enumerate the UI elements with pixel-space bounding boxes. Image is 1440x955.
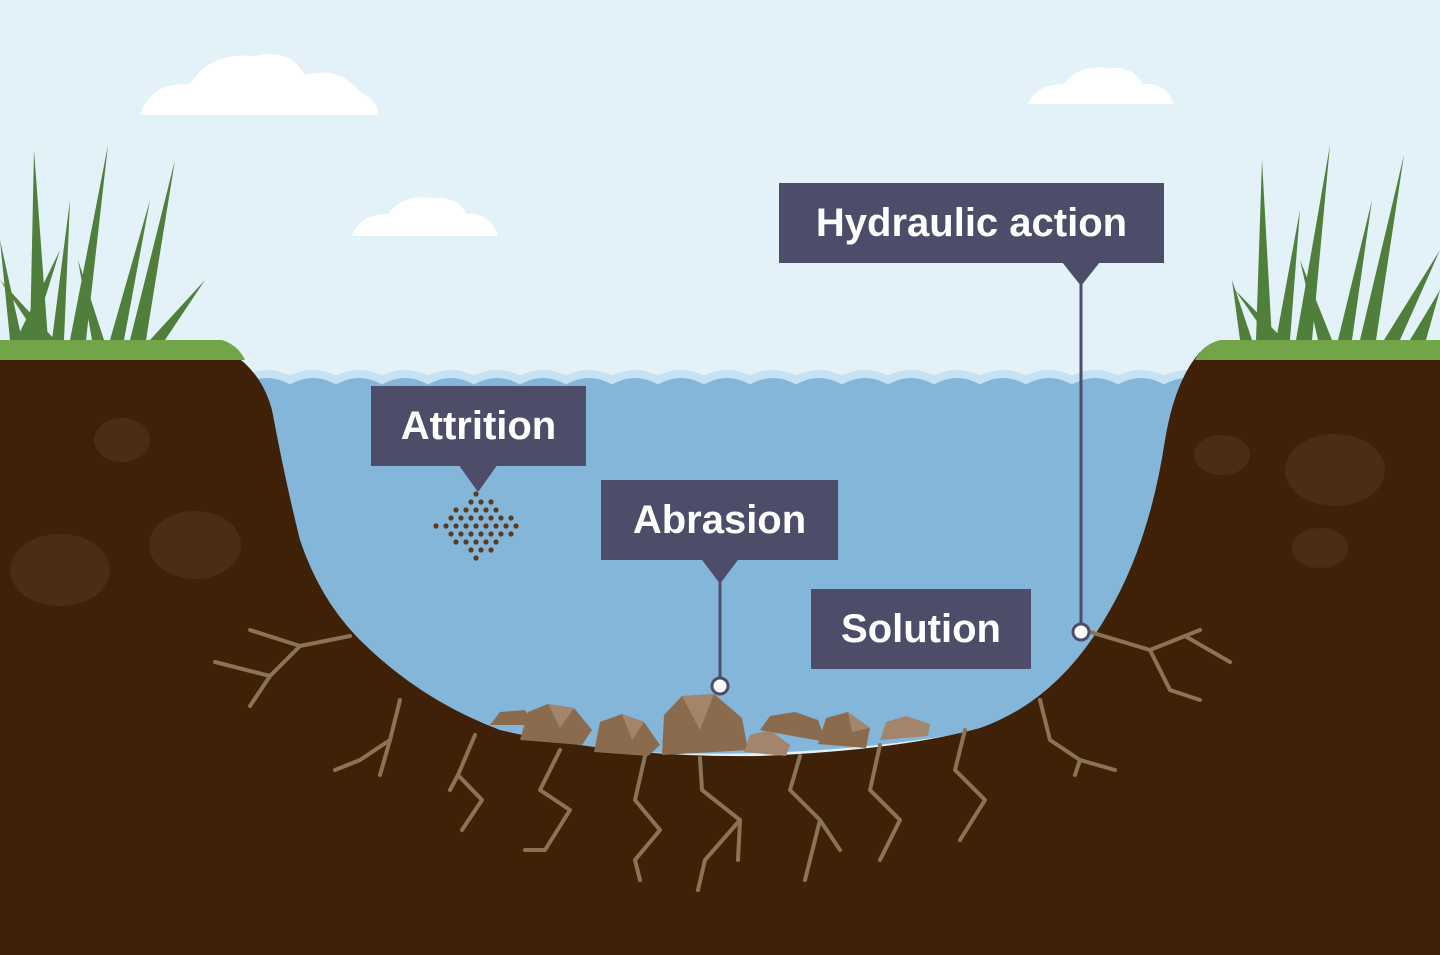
- rock-icon: [490, 694, 930, 756]
- sediment-dot: [463, 523, 469, 529]
- sediment-dot: [448, 531, 454, 537]
- sediment-icon: [433, 491, 519, 561]
- sediment-dot: [483, 523, 489, 529]
- label-attrition: Attrition: [371, 386, 586, 466]
- sediment-dot: [433, 523, 439, 529]
- sediment-dot: [488, 531, 494, 537]
- sediment-dot: [473, 491, 479, 497]
- sediment-dot: [493, 523, 499, 529]
- grass-icon: [1232, 145, 1440, 340]
- sediment-dot: [463, 507, 469, 513]
- sediment-dot: [488, 499, 494, 505]
- sediment-dot: [503, 523, 509, 529]
- sediment-dot: [508, 515, 514, 521]
- sediment-dot: [468, 515, 474, 521]
- sediment-dot: [478, 515, 484, 521]
- sediment-dot: [458, 515, 464, 521]
- sediment-dot: [463, 539, 469, 545]
- sediment-dot: [468, 547, 474, 553]
- sediment-dot: [483, 539, 489, 545]
- cloud-icon: [352, 197, 498, 236]
- sediment-dot: [488, 547, 494, 553]
- sediment-dot: [478, 547, 484, 553]
- riverbed-soil: [0, 352, 1440, 955]
- sediment-dot: [458, 531, 464, 537]
- sediment-dot: [493, 507, 499, 513]
- sediment-dot: [453, 507, 459, 513]
- sediment-dot: [498, 515, 504, 521]
- label-pointers: [458, 262, 1100, 584]
- sediment-dot: [473, 507, 479, 513]
- sediment-dot: [473, 539, 479, 545]
- wave-surface: [242, 370, 1212, 385]
- sediment-dot: [508, 531, 514, 537]
- label-hydraulic-action: Hydraulic action: [779, 183, 1164, 263]
- sediment-dot: [453, 539, 459, 545]
- label-abrasion: Abrasion: [601, 480, 838, 560]
- sediment-dot: [513, 523, 519, 529]
- sediment-dot: [453, 523, 459, 529]
- cloud-icon: [140, 54, 378, 115]
- grass-bank-left: [0, 340, 245, 360]
- grass-bank-right: [1195, 340, 1440, 360]
- sediment-dot: [483, 507, 489, 513]
- sediment-dot: [468, 531, 474, 537]
- sediment-dot: [443, 523, 449, 529]
- sediment-dot: [488, 515, 494, 521]
- sediment-dot: [478, 499, 484, 505]
- sediment-dot: [448, 515, 454, 521]
- label-solution: Solution: [811, 589, 1031, 669]
- sediment-dot: [473, 555, 479, 561]
- root-icon: [213, 628, 1232, 892]
- sediment-dot: [473, 523, 479, 529]
- pointer-dots: [710, 622, 1091, 696]
- soil-stones: [10, 418, 1385, 606]
- sediment-dot: [478, 531, 484, 537]
- sediment-dot: [493, 539, 499, 545]
- sediment-dot: [498, 531, 504, 537]
- grass-icon: [0, 145, 205, 340]
- sediment-dot: [468, 499, 474, 505]
- cloud-icon: [1028, 67, 1174, 104]
